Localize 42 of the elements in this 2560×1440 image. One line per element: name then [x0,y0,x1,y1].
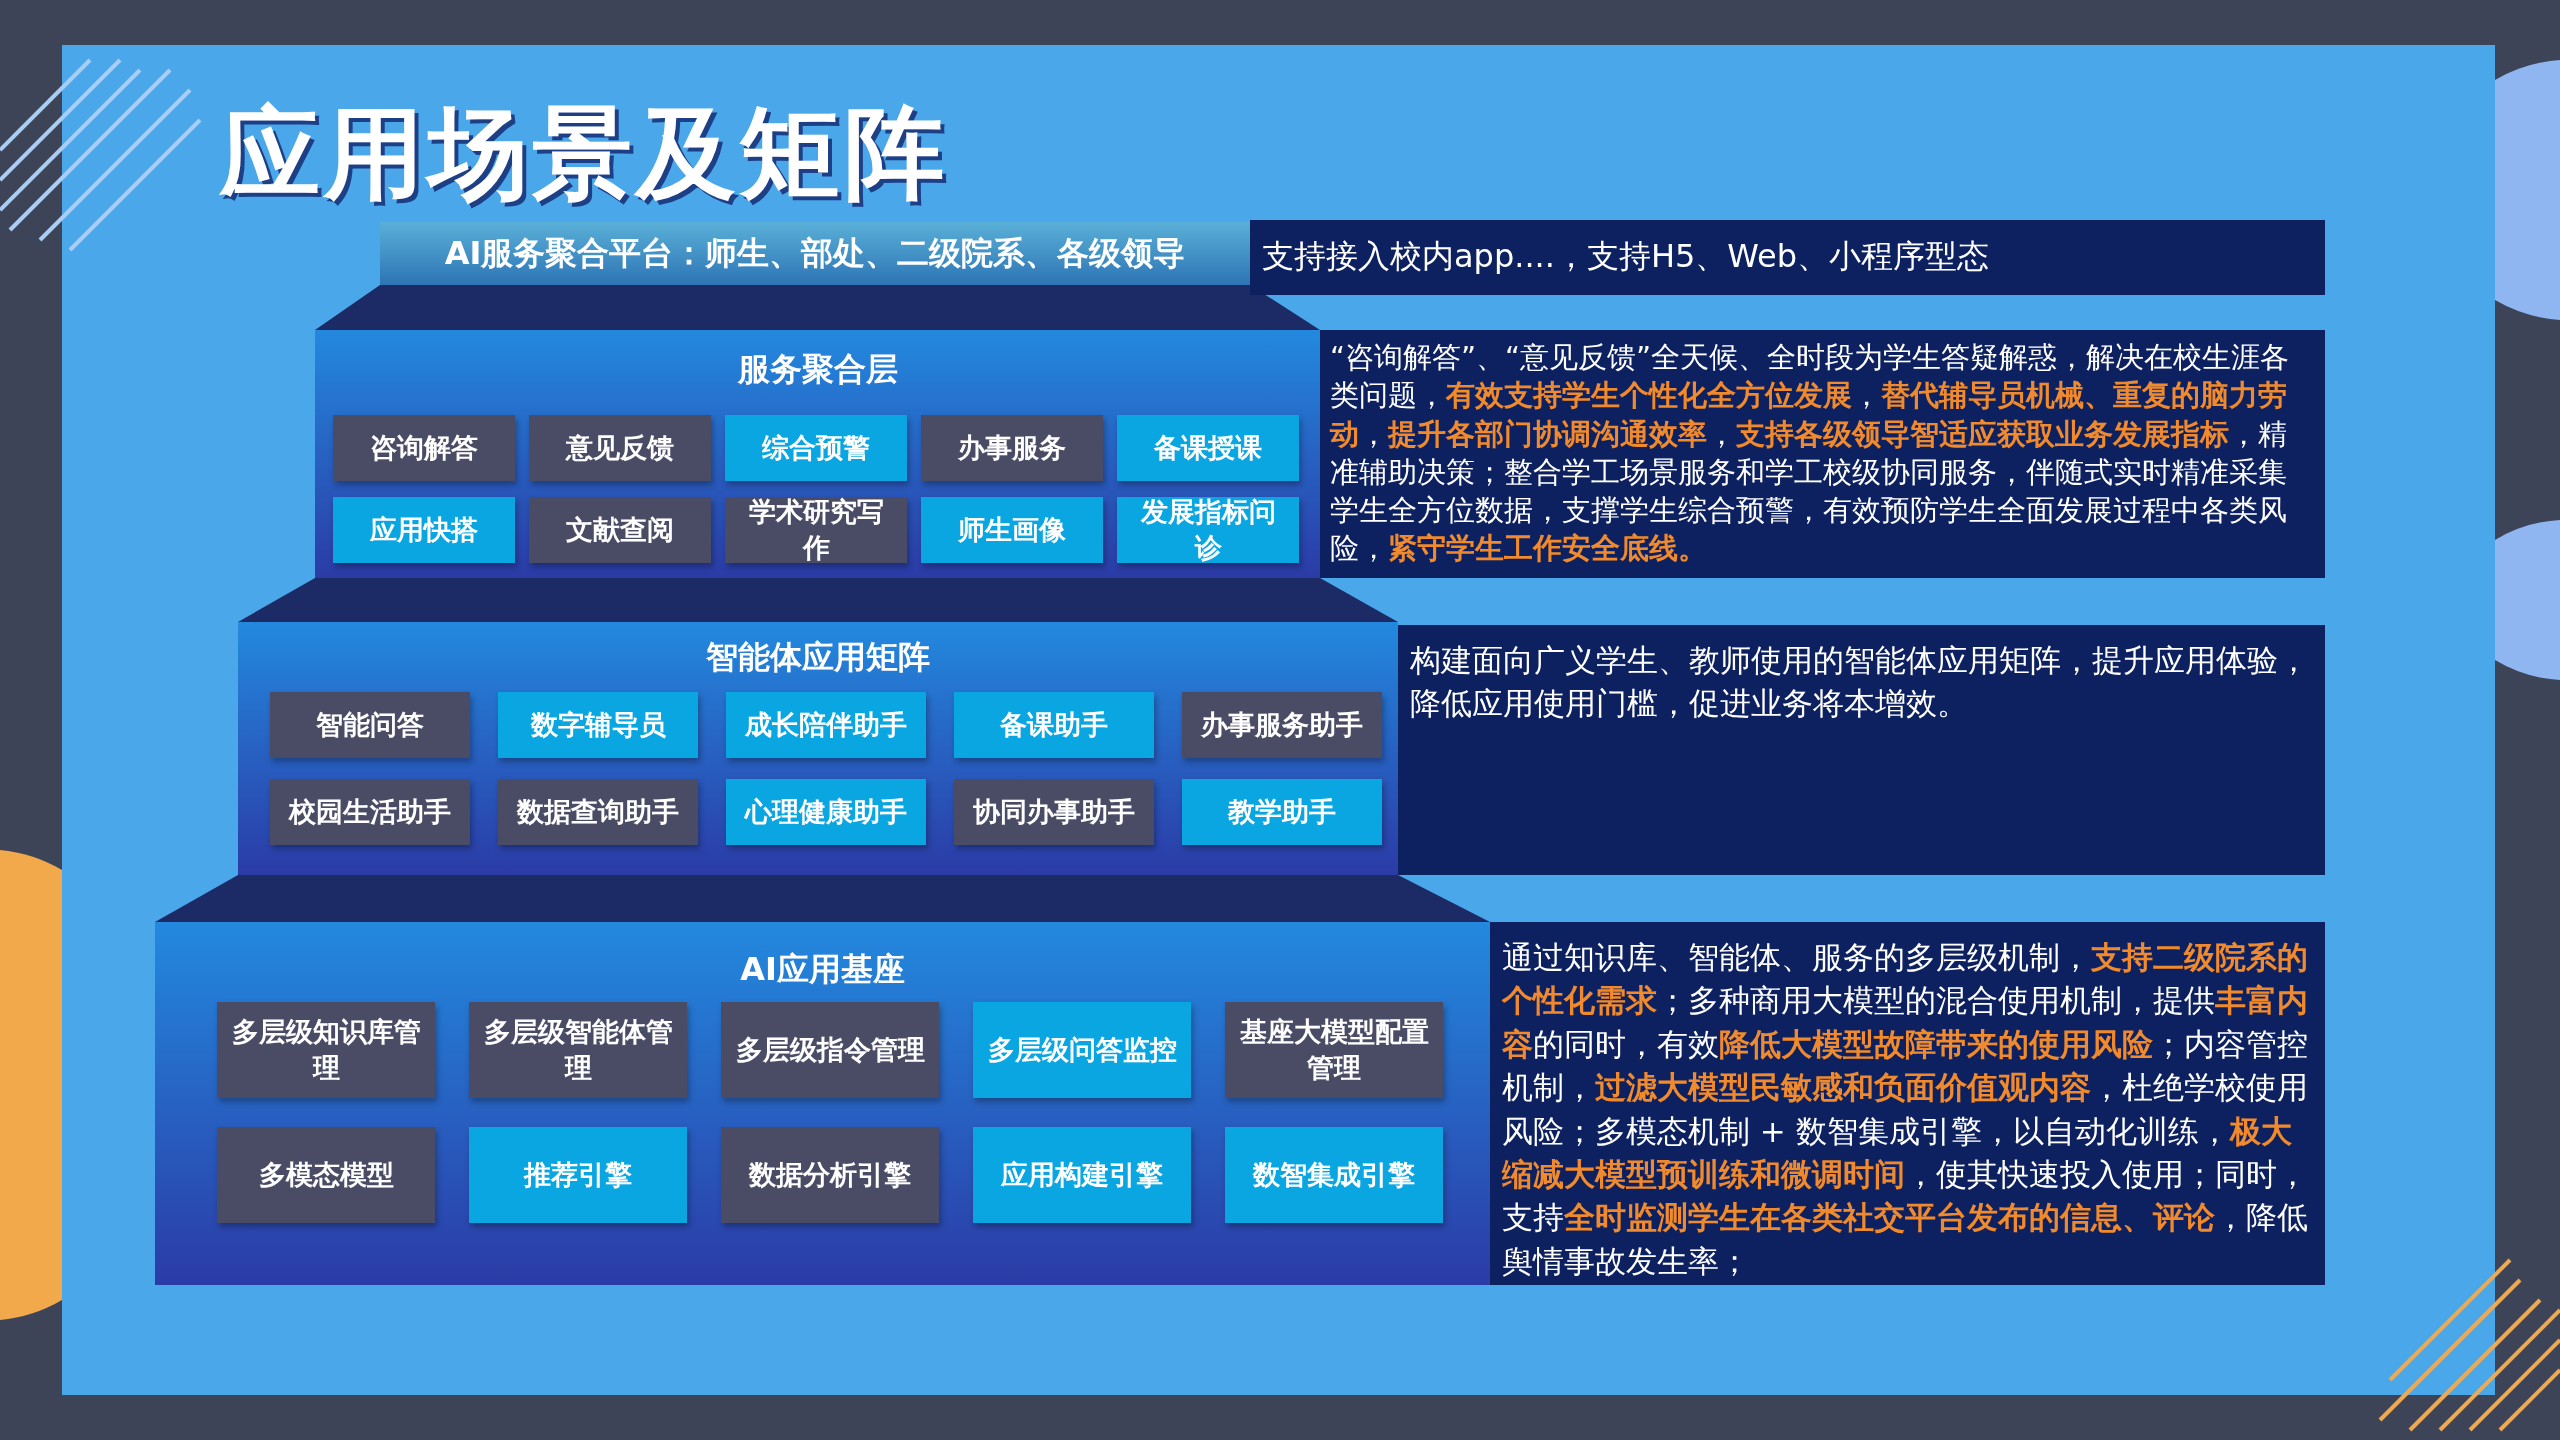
layer-panel [315,330,1320,578]
module-box: 基座大模型配置管理 [1225,1002,1443,1098]
module-box: 校园生活助手 [270,779,470,845]
platform-bar: AI服务聚合平台：师生、部处、二级院系、各级领导 [380,222,1250,285]
layer-title: AI应用基座 [739,949,906,990]
module-box: 多层级问答监控 [973,1002,1191,1098]
description-panel: 通过知识库、智能体、服务的多层级机制，支持二级院系的个性化需求；多种商用大模型的混合使用机制，提供丰富内容的同时，有效降低大模型故障带来的使用风险；内容管控机制，过滤大模型民敏感和负面价值观内容，杜绝学校使用风险；多模态机制 + 数智集成引擎，以自动化训练，极大缩减大模型预训练和微调时间，使其快速投入使用；同时，支持全时监测学生在各类社交平台发布的信息、评论，降低舆情事故发生率； [1490,922,2325,1285]
module-box: 发展指标问诊 [1117,497,1299,563]
module-box: 综合预警 [725,415,907,481]
module-box: 意见反馈 [529,415,711,481]
module-box: 应用构建引擎 [973,1127,1191,1223]
layer-title: 服务聚合层 [736,349,899,390]
module-box: 数据查询助手 [498,779,698,845]
description-panel: “咨询解答”、“意见反馈”全天候、全时段为学生答疑解惑，解决在校生涯各类问题，有效支持学生个性化全方位发展，替代辅导员机械、重复的脑力劳动，提升各部门协调沟通效率，支持各级领导智适应获取业务发展指标，精准辅助决策；整合学工场景服务和学工校级协同服务，伴随式实时精准采集学生全方位数据，支撑学生综合预警，有效预防学生全面发展过程中各类风险，紧守学生工作安全底线。 [1320,330,2325,578]
description-panel: 构建面向广义学生、教师使用的智能体应用矩阵，提升应用体验，降低应用使用门槛，促进业务将本增效。 [1398,625,2325,875]
module-box: 师生画像 [921,497,1103,563]
module-box: 教学助手 [1182,779,1382,845]
module-box: 数智集成引擎 [1225,1127,1443,1223]
module-box: 多层级智能体管理 [469,1002,687,1098]
module-box: 多层级指令管理 [721,1002,939,1098]
module-box: 数字辅导员 [498,692,698,758]
slide-title: 应用场景及矩阵 [220,94,948,214]
module-box: 学术研究写作 [725,497,907,563]
layer-title: 智能体应用矩阵 [705,637,931,678]
module-box: 备课授课 [1117,415,1299,481]
layer-panel [238,622,1398,875]
layer-panel [155,922,1490,1285]
module-box: 办事服务助手 [1182,692,1382,758]
module-box: 多模态模型 [217,1127,435,1223]
module-box: 心理健康助手 [726,779,926,845]
module-box: 数据分析引擎 [721,1127,939,1223]
module-box: 推荐引擎 [469,1127,687,1223]
module-box: 多层级知识库管理 [217,1002,435,1098]
module-box: 智能问答 [270,692,470,758]
module-box: 成长陪伴助手 [726,692,926,758]
module-box: 应用快搭 [333,497,515,563]
module-box: 协同办事助手 [954,779,1154,845]
module-box: 文献查阅 [529,497,711,563]
module-box: 办事服务 [921,415,1103,481]
description-panel: 支持接入校内app....，支持H5、Web、小程序型态 [1250,220,2325,295]
module-box: 咨询解答 [333,415,515,481]
module-box: 备课助手 [954,692,1154,758]
